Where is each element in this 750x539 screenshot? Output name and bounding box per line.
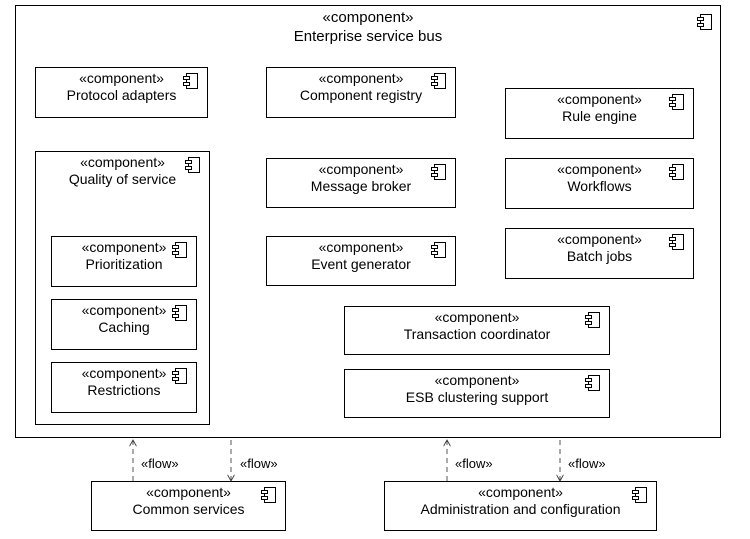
common-services-component: «component» Common services xyxy=(91,481,286,531)
component-icon xyxy=(172,368,187,384)
caching-component: «component» Caching xyxy=(51,299,197,350)
prioritization-component: «component» Prioritization xyxy=(51,236,197,287)
component-icon xyxy=(669,94,684,110)
component-stereotype: «component» xyxy=(434,372,520,388)
component-icon xyxy=(431,73,446,89)
component-stereotype: «component» xyxy=(81,302,167,318)
protocol-adapters-component: «component» Protocol adapters xyxy=(35,67,208,118)
component-name: Caching xyxy=(98,319,150,335)
component-name: Transaction coordinator xyxy=(403,326,551,342)
component-name: Component registry xyxy=(299,87,423,103)
rule-engine-component: «component» Rule engine xyxy=(505,88,694,139)
batch-jobs-component: «component» Batch jobs xyxy=(505,228,694,279)
component-name: Prioritization xyxy=(85,256,163,272)
restrictions-component: «component» Restrictions xyxy=(51,362,197,413)
component-icon xyxy=(172,305,187,321)
component-icon xyxy=(172,242,187,258)
component-registry-component: «component» Component registry xyxy=(266,67,456,118)
component-stereotype: «component» xyxy=(81,239,167,255)
component-name: Workflows xyxy=(567,178,632,194)
component-stereotype: «component» xyxy=(322,9,414,26)
component-stereotype: «component» xyxy=(146,484,231,500)
component-icon xyxy=(585,375,600,391)
component-name: Administration and configuration xyxy=(420,501,621,517)
component-stereotype: «component» xyxy=(557,91,642,107)
component-icon xyxy=(431,242,446,258)
component-icon xyxy=(669,164,684,180)
component-stereotype: «component» xyxy=(79,70,164,86)
component-stereotype: «component» xyxy=(557,231,642,247)
component-stereotype: «component» xyxy=(478,484,563,500)
component-icon xyxy=(669,234,684,250)
component-icon xyxy=(185,157,200,173)
component-stereotype: «component» xyxy=(434,309,520,325)
component-icon xyxy=(697,14,712,30)
flow-label: «flow» xyxy=(568,456,606,471)
component-stereotype: «component» xyxy=(81,365,167,381)
component-name: Enterprise service bus xyxy=(293,28,443,45)
esb-clustering-support-component: «component» ESB clustering support xyxy=(344,369,610,418)
component-name: Quality of service xyxy=(68,171,177,187)
component-name: Common services xyxy=(132,501,245,517)
component-icon xyxy=(183,73,198,89)
administration-and-configuration-component: «component» Administration and configura… xyxy=(384,481,657,531)
component-icon xyxy=(585,312,600,328)
component-stereotype: «component» xyxy=(80,154,165,170)
component-name: Rule engine xyxy=(562,108,637,124)
flow-label: «flow» xyxy=(141,456,179,471)
component-name: Batch jobs xyxy=(566,248,633,264)
component-stereotype: «component» xyxy=(318,70,404,86)
flow-label: «flow» xyxy=(240,456,278,471)
component-name: Protocol adapters xyxy=(66,87,177,103)
component-name: Restrictions xyxy=(87,382,161,398)
component-name: ESB clustering support xyxy=(405,389,549,405)
component-icon xyxy=(261,487,276,503)
flow-label: «flow» xyxy=(455,456,493,471)
component-name: Event generator xyxy=(311,256,411,272)
event-generator-component: «component» Event generator xyxy=(266,236,456,286)
workflows-component: «component» Workflows xyxy=(505,158,694,209)
component-icon xyxy=(632,487,647,503)
component-stereotype: «component» xyxy=(318,239,404,255)
component-name: Message broker xyxy=(310,178,412,194)
component-stereotype: «component» xyxy=(318,161,404,177)
transaction-coordinator-component: «component» Transaction coordinator xyxy=(344,306,610,355)
component-stereotype: «component» xyxy=(557,161,642,177)
component-icon xyxy=(431,164,446,180)
message-broker-component: «component» Message broker xyxy=(266,158,456,208)
